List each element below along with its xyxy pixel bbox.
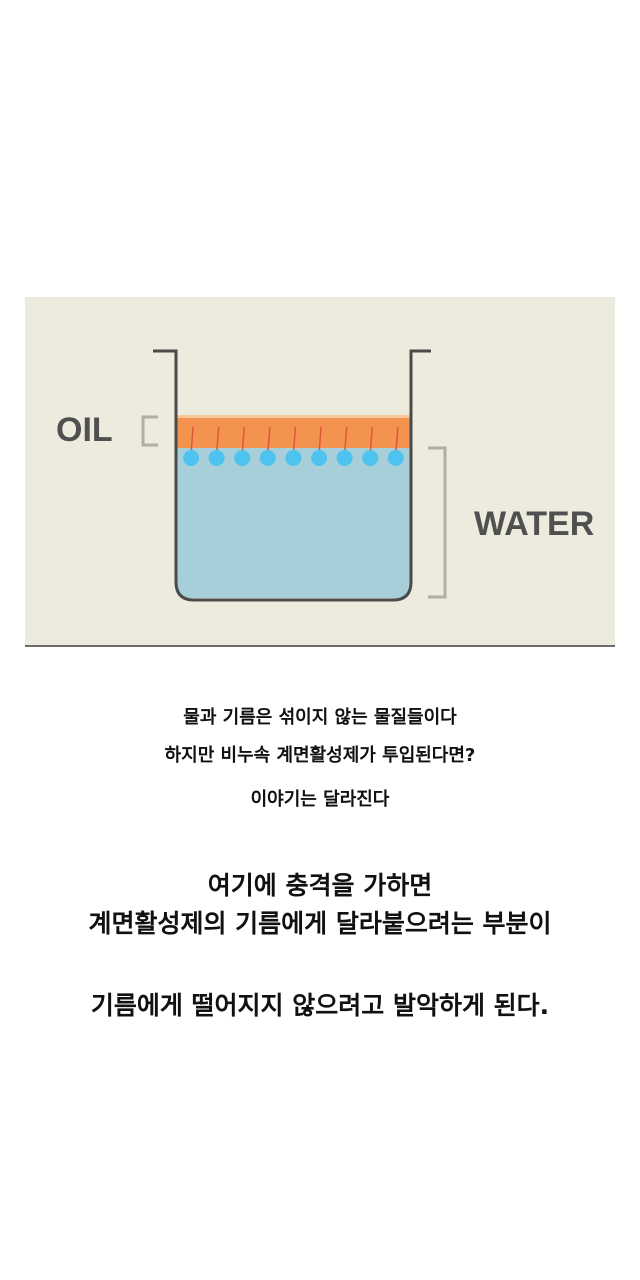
oil-label: OIL <box>56 411 113 449</box>
beaker-outline <box>153 349 431 602</box>
caption-line-4: 여기에 충격을 가하면 <box>207 871 433 900</box>
surfactant-head <box>311 450 327 466</box>
oil-water-diagram: OIL WATER <box>25 297 615 647</box>
surfactant-head <box>183 450 199 466</box>
water-label: WATER <box>474 505 595 543</box>
caption-line-6: 기름에게 떨어지지 않으려고 발악하게 된다. <box>90 991 550 1020</box>
surfactant-head <box>208 450 225 466</box>
oil-surface <box>176 415 411 418</box>
surfactant-head <box>285 450 302 466</box>
caption-line-5: 계면활성제의 기름에게 달라붙으려는 부분이 <box>88 909 552 938</box>
surfactant-molecules <box>183 426 404 466</box>
water-layer <box>176 447 411 598</box>
beaker-illustration <box>141 349 447 602</box>
caption-line-1: 물과 기름은 섞이지 않는 물질들이다 <box>183 707 457 728</box>
caption-line-2: 하지만 비누속 계면활성제가 투입된다면? <box>164 745 476 766</box>
surfactant-head <box>362 450 379 466</box>
surfactant-head <box>259 450 276 466</box>
surfactant-head <box>336 450 353 466</box>
water-bracket <box>428 446 447 599</box>
caption-line-3: 이야기는 달라진다 <box>250 789 390 810</box>
oil-layer <box>176 415 411 448</box>
surfactant-head <box>234 450 251 466</box>
surfactant-head <box>387 450 404 466</box>
oil-bracket <box>141 415 158 447</box>
